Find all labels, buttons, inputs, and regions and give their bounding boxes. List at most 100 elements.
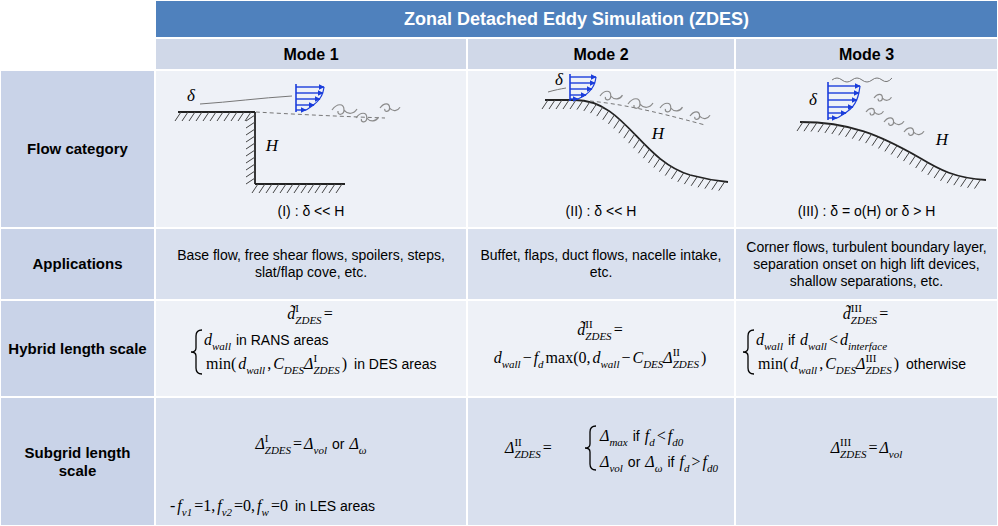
hatch-stroke: [246, 171, 255, 177]
hatch-stroke: [217, 112, 223, 121]
math-subscript: max: [609, 430, 627, 454]
application-text: Base flow, free shear flows, spoilers, s…: [162, 230, 460, 298]
math-subscript: ω: [359, 438, 367, 462]
hatch-stroke: [975, 180, 981, 189]
hatch-stroke: [634, 139, 640, 148]
math-subscript: ZDES: [851, 308, 877, 332]
row-label: Flow category: [0, 70, 155, 228]
math-symbol: C: [825, 352, 836, 376]
math-symbol: Δ: [600, 450, 609, 474]
math-subscript: ω: [655, 456, 663, 480]
hatch-stroke: [859, 132, 865, 141]
flow-case: (III) : δ = o(H) or δ > H: [735, 200, 998, 222]
math-operator: ,: [267, 352, 271, 376]
shear-layer: [590, 101, 705, 125]
curly-brace: [191, 330, 202, 374]
hatch-stroke: [203, 112, 209, 121]
profile-axis: [569, 74, 571, 101]
profile-envelope: [306, 87, 324, 110]
hybrid-formula: min(dwall,CDESΔIZDES)in DES areas: [204, 352, 442, 376]
wall-line: [545, 100, 728, 182]
header-cell: [156, 39, 466, 69]
eddy-swirl: [660, 103, 683, 112]
math-symbol: f: [257, 494, 261, 518]
hatch-stroke: [246, 178, 255, 184]
profile-arrow: [296, 92, 323, 93]
math-operator: min(: [206, 352, 236, 376]
profile-arrow: [296, 109, 306, 110]
wall-line: [800, 122, 986, 180]
row-header: [1, 398, 154, 525]
hatch-stroke: [577, 101, 583, 110]
math-operator: >: [691, 450, 700, 474]
hatch-stroke: [832, 125, 838, 134]
math-text: or: [332, 432, 344, 456]
hatch-stroke: [671, 170, 677, 179]
hatch-stroke: [705, 180, 711, 189]
eddy-swirl: [874, 94, 892, 101]
turbulent-edge: [832, 78, 892, 82]
subgrid-formula: ΔIIZDES=: [505, 436, 554, 460]
profile-arrow: [296, 98, 320, 99]
header-cell: [736, 39, 997, 69]
math-symbol: f: [177, 494, 181, 518]
flow-case: (I) : δ << H: [155, 200, 467, 222]
hatch-stroke: [175, 112, 181, 121]
math-subscript: wall: [798, 358, 817, 382]
curly-brace: [743, 330, 754, 374]
hatch-stroke: [224, 112, 230, 121]
hatch-stroke: [597, 107, 603, 116]
table-cell: [156, 301, 466, 396]
profile-envelope: [578, 77, 596, 99]
math-text: if: [633, 424, 640, 448]
math-symbol: f: [534, 346, 538, 370]
math-subscript: wall: [764, 334, 783, 358]
profile-arrow: [828, 117, 837, 118]
hatch-stroke: [273, 184, 279, 193]
math-operator: -: [170, 494, 175, 518]
math-subscript: vol: [314, 438, 327, 462]
wall-hatch: [175, 112, 255, 121]
math-subscript: wall: [502, 352, 521, 376]
math-subscript: ZDES: [295, 308, 321, 332]
application-text: Corner flows, turbulent boundary layer, …: [740, 230, 993, 298]
eddy-swirl: [904, 128, 924, 136]
flow-illustrations: [175, 74, 986, 193]
mode-header: Mode 2: [467, 38, 735, 70]
math-subscript: d: [684, 456, 690, 480]
hybrid-formula: dwallin RANS areas: [204, 328, 334, 352]
hatch-stroke: [916, 159, 922, 168]
profile-arrow: [570, 98, 578, 99]
math-symbol: f: [679, 450, 683, 474]
hatch-stroke: [698, 178, 704, 187]
hybrid-formula: d̃IIZDES=: [467, 318, 735, 342]
row-header: [1, 229, 154, 299]
symbol-label: H: [650, 124, 666, 144]
subgrid-formula: ΔIIIZDES=Δvol: [735, 436, 998, 460]
math-symbol: C: [632, 346, 643, 370]
math-symbol: d̃: [843, 302, 851, 326]
hatch-stroke: [549, 100, 555, 109]
eddy-swirl: [628, 99, 653, 109]
profile-arrow: [828, 106, 853, 107]
math-symbol: Δ: [856, 352, 865, 376]
math-symbol: f: [668, 424, 672, 448]
hatch-stroke: [189, 112, 195, 121]
math-symbol: f: [702, 450, 706, 474]
hatch-stroke: [246, 122, 255, 128]
eddy-swirl: [356, 113, 379, 122]
math-symbol: f: [645, 424, 649, 448]
hatch-stroke: [665, 167, 671, 176]
hatch-stroke: [941, 172, 947, 181]
hatch-stroke: [852, 130, 858, 139]
math-operator: =1,: [194, 494, 215, 518]
hatch-stroke: [648, 154, 654, 163]
header-cell: [468, 39, 734, 69]
math-symbol: d: [494, 346, 502, 370]
eddy-swirl: [600, 91, 623, 100]
math-operator: =: [614, 318, 623, 342]
wall-hatch: [542, 100, 728, 191]
math-operator: min(: [758, 352, 788, 376]
math-symbol: Δ: [663, 346, 672, 370]
hatch-stroke: [266, 184, 272, 193]
